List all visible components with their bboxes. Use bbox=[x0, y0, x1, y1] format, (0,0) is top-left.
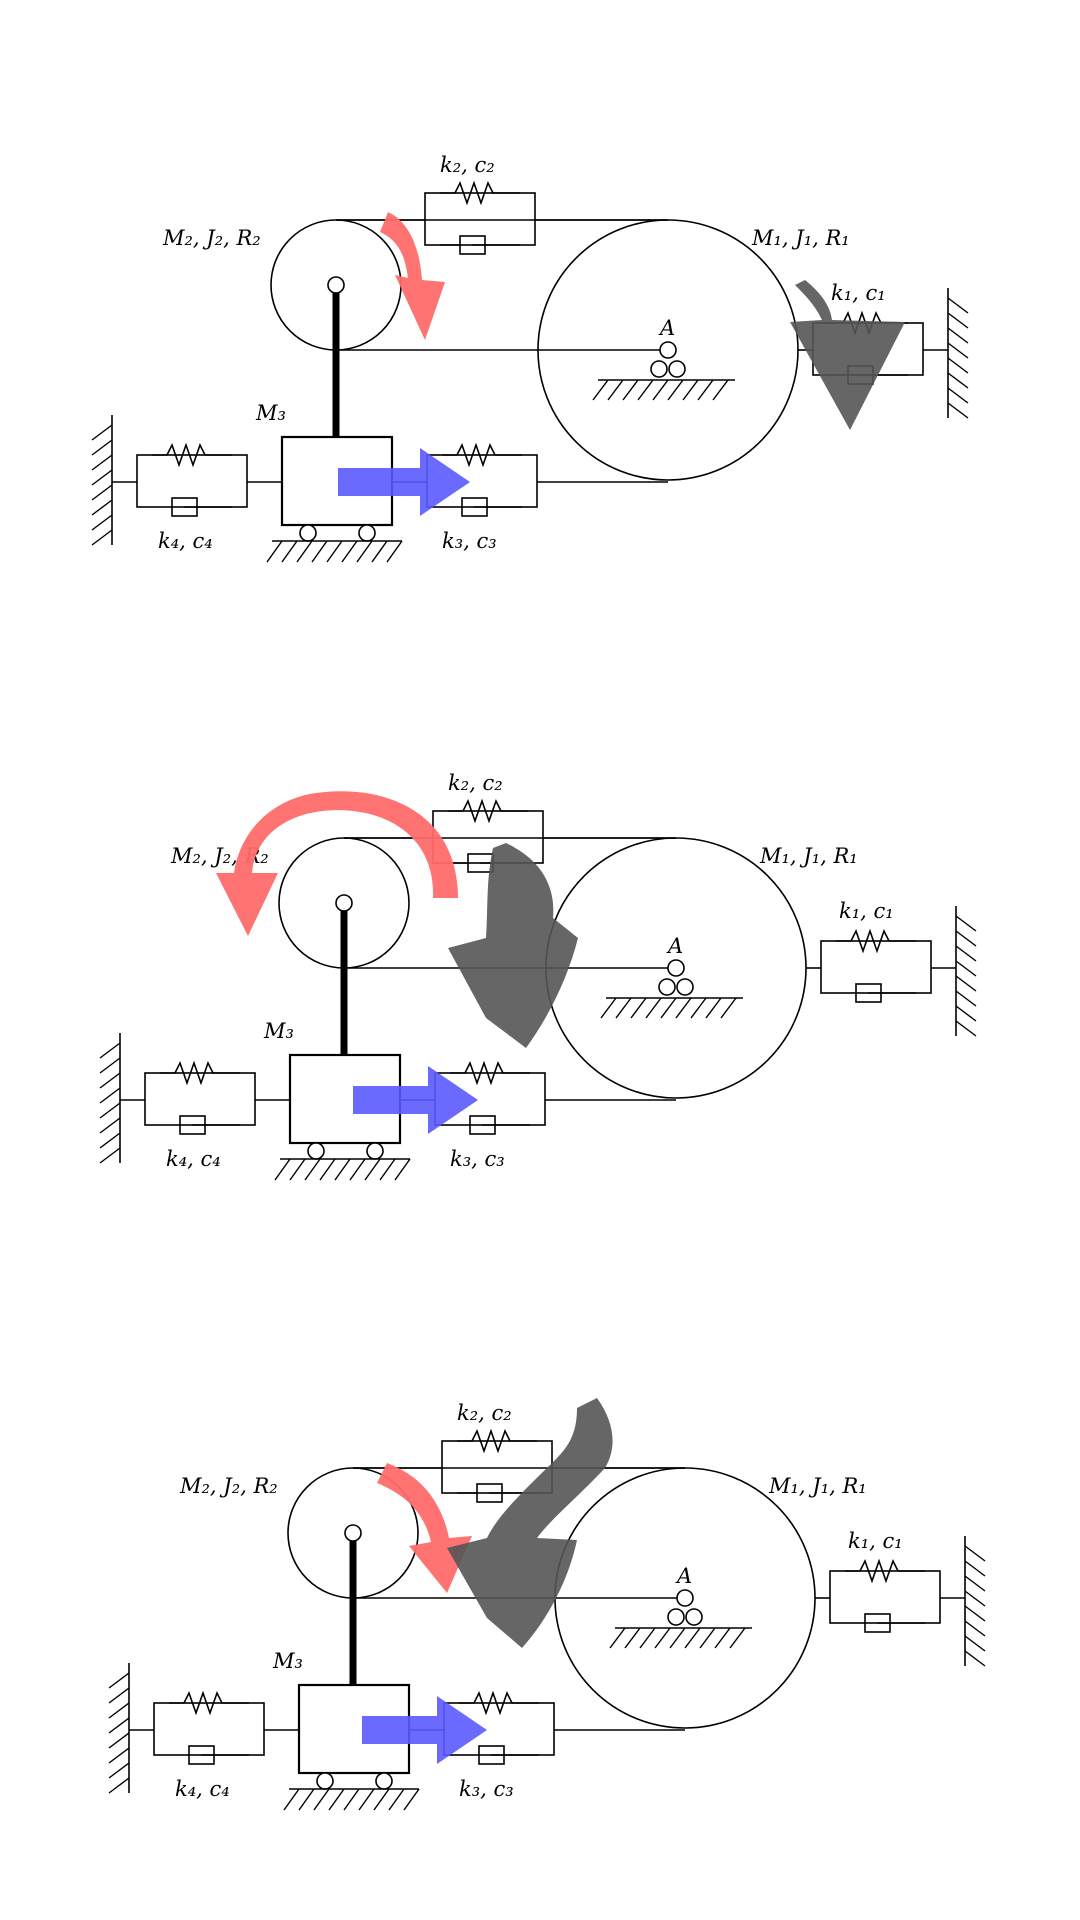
label-pulley-small: M₂, J₂, R₂ bbox=[162, 226, 261, 250]
label-pulley-large: M₁, J₁, R₁ bbox=[759, 844, 858, 868]
label-spring-mid: k₃, c₃ bbox=[459, 1777, 514, 1801]
red-rotation-arrow bbox=[380, 212, 445, 340]
label-spring-left: k₄, c₄ bbox=[166, 1147, 221, 1171]
label-pivot: A bbox=[666, 934, 683, 958]
label-spring-right: k₁, c₁ bbox=[848, 1529, 903, 1553]
black-force-arrow bbox=[447, 1398, 613, 1648]
black-force-arrow bbox=[790, 280, 905, 430]
label-pulley-small: M₂, J₂, R₂ bbox=[179, 1474, 278, 1498]
label-spring-mid: k₃, c₃ bbox=[442, 529, 497, 553]
label-spring-mid: k₃, c₃ bbox=[450, 1147, 505, 1171]
red-rotation-arrow bbox=[216, 791, 458, 936]
blue-displacement-arrow bbox=[362, 1696, 487, 1764]
panel-1: M₂, J₂, R₂ M₁, J₁, R₁ M₃ k₂, c₂ k₁, c₁ k… bbox=[92, 153, 968, 562]
label-pulley-large: M₁, J₁, R₁ bbox=[768, 1474, 867, 1498]
panel-2: M₂, J₂, R₂ M₁, J₁, R₁ M₃ k₂, c₂ k₁, c₁ k… bbox=[100, 771, 976, 1180]
label-spring-left: k₄, c₄ bbox=[175, 1777, 230, 1801]
label-spring-right: k₁, c₁ bbox=[839, 899, 894, 923]
label-spring-top: k₂, c₂ bbox=[448, 771, 503, 795]
label-spring-top: k₂, c₂ bbox=[457, 1401, 512, 1425]
label-pivot: A bbox=[658, 316, 675, 340]
label-pulley-large: M₁, J₁, R₁ bbox=[751, 226, 850, 250]
red-rotation-arrow bbox=[377, 1463, 472, 1593]
label-spring-left: k₄, c₄ bbox=[158, 529, 213, 553]
blue-displacement-arrow bbox=[338, 448, 470, 516]
label-mass: M₃ bbox=[272, 1649, 303, 1673]
panel-3: M₂, J₂, R₂ M₁, J₁, R₁ M₃ k₂, c₂ k₁, c₁ k… bbox=[109, 1398, 985, 1810]
label-spring-top: k₂, c₂ bbox=[440, 153, 495, 177]
label-mass: M₃ bbox=[255, 401, 286, 425]
label-mass: M₃ bbox=[263, 1019, 294, 1043]
label-spring-right: k₁, c₁ bbox=[831, 281, 886, 305]
blue-displacement-arrow bbox=[353, 1066, 478, 1134]
black-force-arrow bbox=[448, 843, 578, 1048]
label-pivot: A bbox=[675, 1564, 692, 1588]
